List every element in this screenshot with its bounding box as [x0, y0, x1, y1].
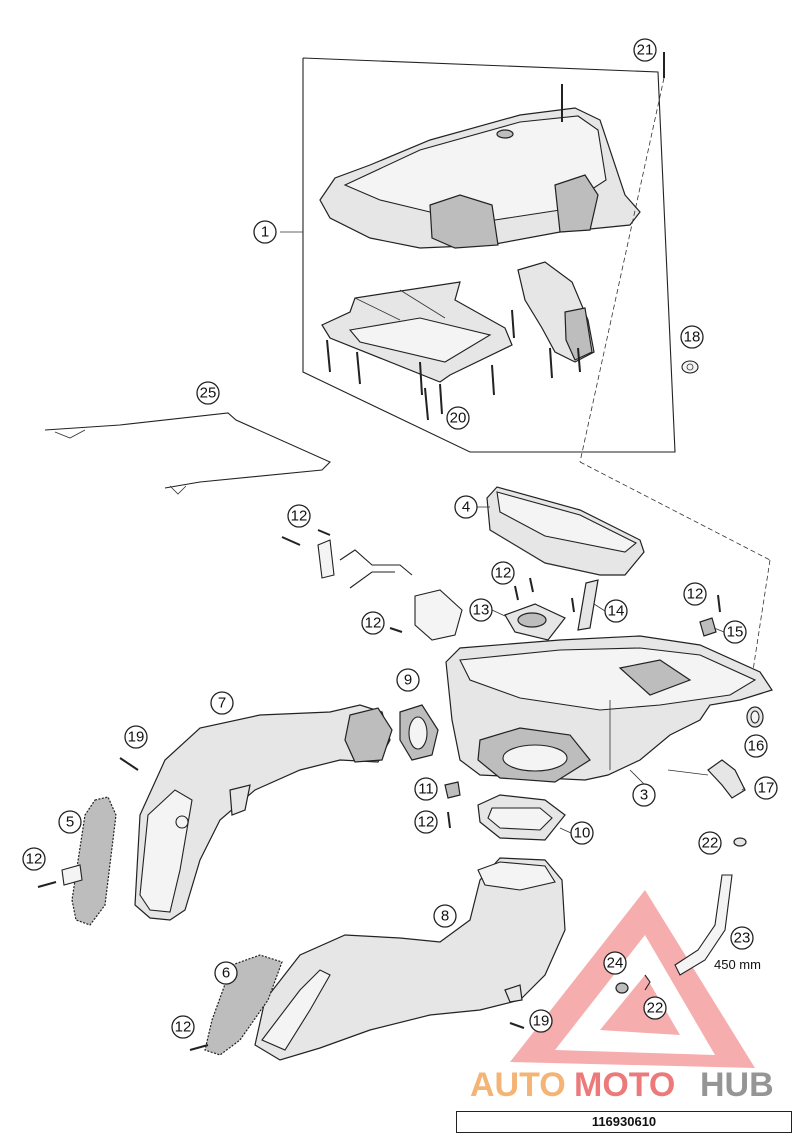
- callout-5: 5: [58, 810, 82, 834]
- watermark-logo: AUTO MOTO HUB: [470, 1066, 774, 1104]
- callout-12-b: 12: [491, 561, 515, 585]
- leader-lines: [477, 506, 746, 834]
- intake-gasket: [477, 794, 566, 841]
- mounting-bracket: [281, 529, 413, 633]
- svg-text:17: 17: [758, 780, 775, 797]
- callout-17: 17: [754, 776, 778, 800]
- svg-text:20: 20: [450, 410, 467, 427]
- svg-text:16: 16: [748, 738, 765, 755]
- callout-8: 8: [433, 904, 457, 928]
- callout-18: 18: [680, 325, 704, 349]
- reference-number: 116930610: [456, 1111, 792, 1133]
- svg-text:19: 19: [128, 729, 145, 746]
- callout-6: 6: [214, 961, 238, 985]
- callout-3: 3: [632, 783, 656, 807]
- logo-text-auto: AUTO: [470, 1066, 566, 1104]
- svg-text:8: 8: [441, 908, 449, 925]
- svg-text:12: 12: [365, 615, 382, 632]
- callout-14: 14: [604, 599, 628, 623]
- svg-text:22: 22: [647, 1000, 664, 1017]
- watermark-triangle: [510, 890, 755, 1068]
- intake-grille-lower: [189, 954, 283, 1056]
- callout-16: 16: [744, 734, 768, 758]
- callout-24: 24: [603, 951, 627, 975]
- retaining-clip: [699, 594, 721, 637]
- drain-elbow: [667, 759, 746, 799]
- callout-22-b: 22: [643, 996, 667, 1020]
- svg-text:13: 13: [473, 602, 490, 619]
- callout-7: 7: [210, 691, 234, 715]
- svg-text:9: 9: [404, 672, 412, 689]
- svg-text:6: 6: [222, 965, 230, 982]
- hose-clip: [681, 360, 699, 374]
- callout-15: 15: [723, 620, 747, 644]
- callout-22-a: 22: [698, 831, 722, 855]
- svg-text:12: 12: [291, 508, 308, 525]
- svg-text:12: 12: [175, 1019, 192, 1036]
- callout-12-e: 12: [414, 810, 438, 834]
- svg-text:12: 12: [687, 586, 704, 603]
- svg-text:25: 25: [200, 385, 217, 402]
- callout-12-f: 12: [22, 847, 46, 871]
- callout-12-d: 12: [683, 582, 707, 606]
- long-bolt: [579, 52, 771, 691]
- hose-length-label: 450 mm: [714, 957, 761, 972]
- cover-group-frame: [280, 57, 676, 453]
- small-clips: [444, 781, 461, 829]
- callout-12-c: 12: [361, 611, 385, 635]
- svg-text:19: 19: [533, 1013, 550, 1030]
- svg-text:12: 12: [418, 814, 435, 831]
- intake-frame: [321, 281, 513, 383]
- callout-12-a: 12: [287, 504, 311, 528]
- callout-20: 20: [446, 406, 470, 430]
- callout-4: 4: [454, 495, 478, 519]
- airbox-cover: [319, 84, 641, 249]
- callout-19-b: 19: [529, 1009, 553, 1033]
- side-deflector: [517, 261, 595, 363]
- callout-21: 21: [633, 38, 657, 62]
- wire-harness: [44, 412, 331, 495]
- svg-text:22: 22: [702, 835, 719, 852]
- callout-23: 23: [730, 926, 754, 950]
- small-fittings: [119, 757, 651, 1029]
- callout-12-g: 12: [171, 1015, 195, 1039]
- callout-9: 9: [396, 668, 420, 692]
- svg-text:12: 12: [495, 565, 512, 582]
- svg-text:12: 12: [26, 851, 43, 868]
- svg-text:7: 7: [218, 695, 226, 712]
- svg-text:21: 21: [637, 42, 654, 59]
- svg-text:10: 10: [574, 825, 591, 842]
- breather-hose: [674, 837, 747, 976]
- svg-text:23: 23: [734, 930, 751, 947]
- filter-strap: [577, 579, 599, 631]
- intake-grille-upper: [37, 796, 117, 926]
- intake-coupler: [399, 704, 439, 761]
- callout-1: 1: [253, 220, 277, 244]
- logo-text-hub: HUB: [700, 1066, 774, 1104]
- intake-duct-upper: [134, 704, 393, 921]
- throttle-flange: [414, 577, 575, 641]
- callout-11: 11: [414, 777, 438, 801]
- svg-text:11: 11: [418, 781, 434, 798]
- air-filter: [486, 486, 645, 576]
- callout-10: 10: [570, 821, 594, 845]
- svg-text:4: 4: [462, 499, 470, 516]
- svg-text:15: 15: [727, 624, 744, 641]
- callout-13: 13: [469, 598, 493, 622]
- intake-duct-lower: [254, 857, 566, 1061]
- svg-text:3: 3: [640, 787, 648, 804]
- svg-text:24: 24: [607, 955, 624, 972]
- svg-text:14: 14: [608, 603, 625, 620]
- callout-19-a: 19: [124, 725, 148, 749]
- svg-text:1: 1: [261, 224, 269, 241]
- cover-screws: [326, 309, 581, 421]
- logo-text-moto: MOTO: [574, 1066, 675, 1104]
- svg-text:5: 5: [66, 814, 74, 831]
- rubber-ring: [746, 706, 764, 728]
- callout-25: 25: [196, 381, 220, 405]
- airbox-housing: [445, 635, 773, 783]
- svg-text:18: 18: [684, 329, 701, 346]
